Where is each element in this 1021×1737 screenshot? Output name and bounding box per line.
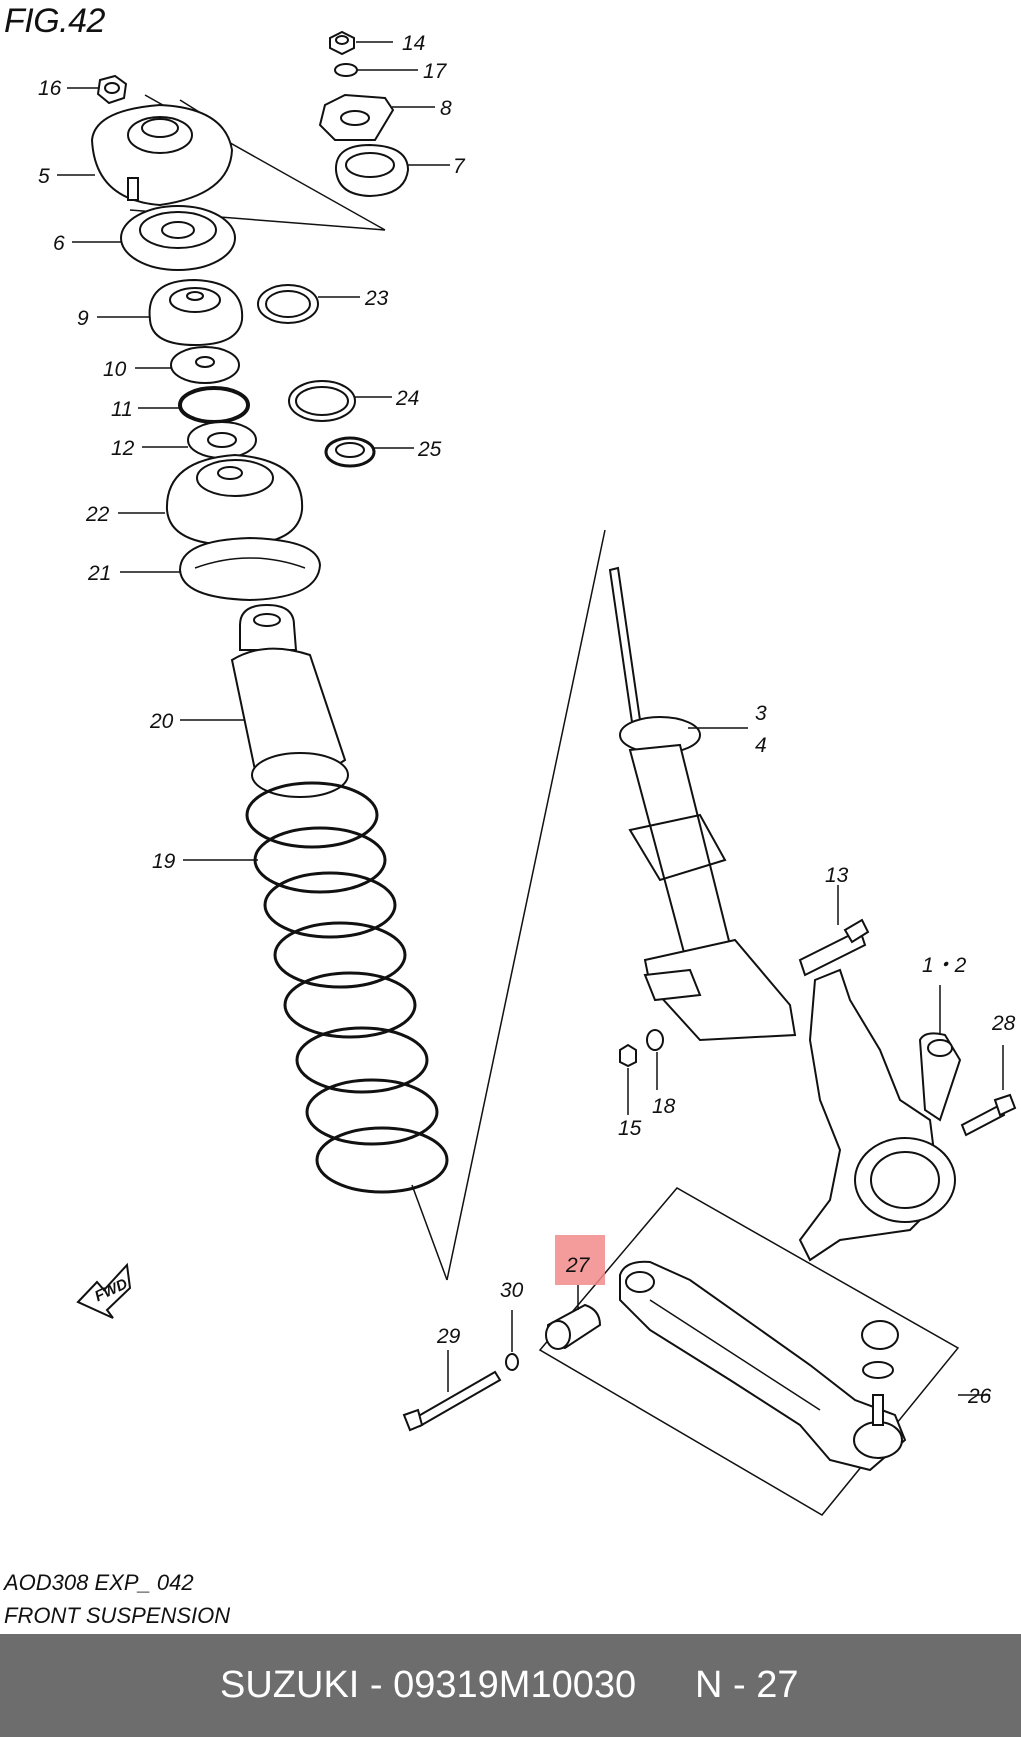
part-reference: N - 27 — [695, 1664, 799, 1706]
callout-24: 24 — [395, 387, 419, 410]
strut-mount-5 — [90, 103, 234, 207]
nut-15 — [619, 1043, 637, 1068]
part-number: SUZUKI - 09319M10030 — [220, 1664, 637, 1706]
strut-assembly — [608, 566, 870, 1068]
callout-22: 22 — [85, 503, 110, 526]
callout-9: 9 — [77, 307, 89, 330]
callout-26: 26 — [967, 1385, 992, 1408]
washer-10 — [170, 346, 240, 384]
figure-name: FRONT SUSPENSION — [4, 1603, 231, 1628]
fwd-arrow-icon: FWD — [76, 1262, 132, 1319]
callout-6: 6 — [53, 232, 65, 255]
plate-8 — [318, 93, 395, 141]
guide-line — [446, 529, 606, 1281]
callout-19: 19 — [152, 850, 176, 873]
callout-11: 11 — [111, 398, 133, 421]
spring-seat-22 — [165, 453, 304, 547]
callout-1-2: 1・2 — [922, 954, 967, 977]
gasket-24 — [288, 380, 356, 422]
part-info-bar: SUZUKI - 09319M10030 N - 27 — [0, 1634, 1021, 1737]
suspension-diagram: FWD 16 5 6 9 10 — [38, 30, 1017, 1516]
callout-25: 25 — [417, 438, 442, 461]
callout-15: 15 — [618, 1117, 642, 1140]
cushion-7 — [334, 143, 410, 198]
highlight-27 — [555, 1235, 605, 1285]
washer-18 — [646, 1029, 664, 1051]
upper-right-parts — [257, 30, 410, 468]
callout-12: 12 — [111, 437, 135, 460]
callout-16: 16 — [38, 77, 62, 100]
spring-seat-insulator-21 — [178, 536, 322, 602]
ball-joint — [853, 1320, 903, 1459]
callout-5: 5 — [38, 165, 50, 188]
callout-20: 20 — [149, 710, 174, 733]
callout-7: 7 — [453, 155, 466, 178]
bolt-29 — [402, 1370, 502, 1432]
figure-code: AOD308 EXP_ 042 — [4, 1570, 194, 1595]
bearing-12 — [187, 421, 257, 459]
nut-14 — [329, 30, 355, 56]
callout-30: 30 — [500, 1279, 524, 1302]
callout-21: 21 — [87, 562, 111, 585]
group-box — [538, 1187, 960, 1516]
bushing-27 — [545, 1303, 602, 1350]
leader-lines — [57, 41, 1004, 1396]
callout-27: 27 — [565, 1254, 591, 1277]
lower-arm-assembly — [538, 1187, 960, 1516]
dust-boot-20 — [230, 603, 349, 798]
callout-labels: 16 5 6 9 10 11 12 22 21 20 19 14 17 8 7 … — [38, 32, 1016, 1408]
nut-16 — [96, 74, 128, 105]
guide-line — [411, 1184, 448, 1281]
callout-10: 10 — [103, 358, 127, 381]
callout-18: 18 — [652, 1095, 676, 1118]
mount-cushion-6 — [120, 205, 236, 271]
upper-mount-assembly — [90, 74, 606, 1281]
bolt-28 — [960, 1093, 1017, 1137]
gasket-23 — [257, 284, 319, 324]
washer-30 — [505, 1353, 519, 1371]
bolt-13 — [798, 918, 870, 977]
callout-17: 17 — [423, 60, 448, 83]
o-ring-11 — [178, 386, 250, 424]
callout-8: 8 — [440, 97, 452, 120]
callout-13: 13 — [825, 864, 849, 887]
steering-knuckle — [798, 968, 1017, 1262]
figure-title: FIG.42 — [4, 2, 105, 40]
callout-23: 23 — [364, 287, 389, 310]
callout-29: 29 — [436, 1325, 461, 1348]
callout-28: 28 — [991, 1012, 1016, 1035]
callout-4: 4 — [755, 734, 767, 757]
seal-25 — [324, 436, 376, 468]
bearing-seat-9 — [148, 278, 244, 347]
callout-3: 3 — [755, 702, 767, 725]
washer-17 — [334, 63, 358, 77]
callout-14: 14 — [402, 32, 425, 55]
coil-spring-19 — [245, 781, 449, 1194]
